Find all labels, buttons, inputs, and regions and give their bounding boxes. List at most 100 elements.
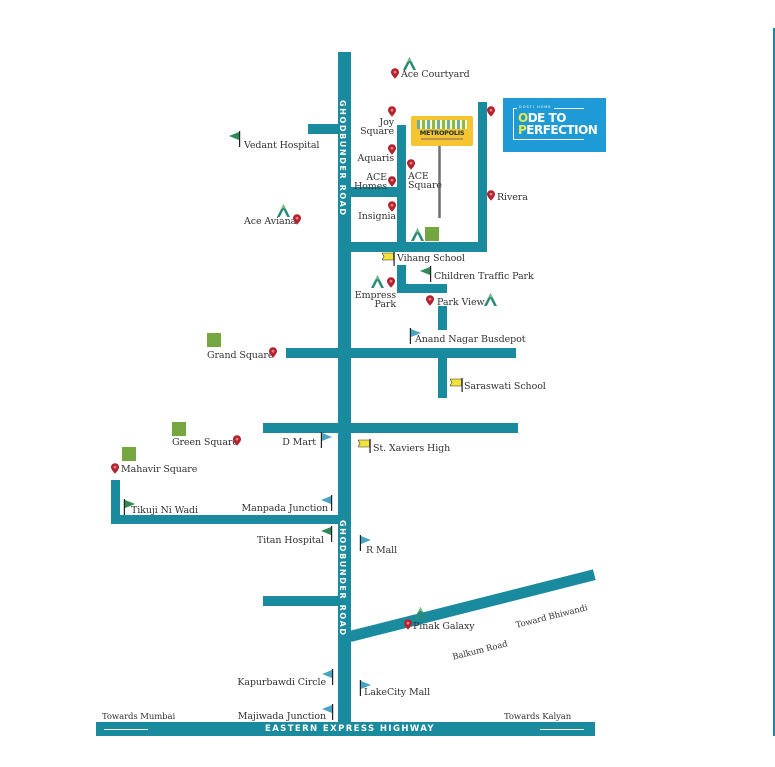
school-flag-icon[interactable]	[358, 439, 371, 453]
tikuji-ni-wadi-label: Tikuji Ni Wadi	[131, 505, 198, 516]
road-manpada	[111, 515, 341, 524]
ace-homes-label-line1: ACE	[366, 172, 387, 183]
eastern-express-highway	[96, 722, 595, 736]
children-traffic-park-label: Children Traffic Park	[434, 271, 534, 282]
square-label: Square	[360, 126, 394, 137]
road-vedant-spur	[308, 124, 340, 134]
logo-accent-p: P	[518, 123, 527, 137]
junction-flag-icon[interactable]	[322, 669, 334, 685]
ace-square-label-line1: ACE	[408, 171, 429, 182]
r-mall-label: R Mall	[366, 545, 398, 556]
park-label: Park	[374, 299, 396, 310]
toward-bhiwandi-label: Toward Bhiwandi	[514, 603, 589, 631]
ghodbunder-road-label-bottom: GHODBUNDER ROAD	[338, 520, 347, 637]
school-flag-icon[interactable]	[450, 378, 463, 392]
balkum-road-label: Balkum Road	[451, 639, 509, 663]
road-saraswati-vertical	[438, 348, 447, 398]
logo-accent-o: O	[518, 111, 528, 125]
majiwada-junction-label: Majiwada Junction	[237, 711, 326, 722]
ace-square-label-line2: Square	[408, 180, 442, 191]
skyline-icon	[417, 120, 467, 129]
logo-line1: ODE TO	[518, 112, 566, 124]
junction-flag-icon[interactable]	[321, 495, 333, 511]
pin-icon[interactable]	[404, 619, 412, 630]
hospital-flag-icon[interactable]	[229, 131, 241, 147]
shop-flag-icon[interactable]	[320, 432, 332, 448]
pin-icon[interactable]	[269, 347, 277, 358]
road-vihang-horizontal	[349, 242, 487, 252]
park-view-label: Park View	[437, 297, 485, 308]
vedant-hospital-label: Vedant Hospital	[244, 140, 320, 151]
billboard-subtitle	[421, 138, 463, 140]
ode-to-perfection-logo: DOSTI HOME ODE TO PERFECTION	[503, 98, 606, 152]
road-dmart	[263, 423, 518, 433]
insignia-label: Insignia	[358, 211, 396, 222]
road-rivera-vertical	[478, 102, 487, 252]
road-homes-link	[349, 187, 405, 197]
mahavir-square-marker[interactable]	[122, 447, 136, 461]
road-grand-square	[286, 348, 516, 358]
pin-icon[interactable]	[387, 277, 395, 288]
hospital-flag-icon[interactable]	[321, 526, 333, 542]
grand-square-marker[interactable]	[207, 333, 221, 347]
green-square-marker[interactable]	[172, 422, 186, 436]
d-mart-label: D Mart	[282, 437, 316, 448]
logo-line2: PERFECTION	[518, 123, 598, 137]
park-flag-icon[interactable]	[420, 266, 432, 282]
junction-flag-icon[interactable]	[322, 704, 334, 720]
pin-icon[interactable]	[487, 106, 495, 117]
road-park-view-vertical	[438, 306, 447, 330]
pin-icon[interactable]	[388, 176, 396, 187]
school-flag-icon[interactable]	[382, 252, 395, 266]
project-site-marker[interactable]	[425, 227, 439, 241]
logo-tagline: DOSTI HOME	[517, 105, 554, 109]
logo-line2-text: ERFECTION	[526, 123, 598, 137]
road-children-park-horizontal	[397, 284, 447, 293]
st-xaviers-high-label: St. Xaviers High	[373, 443, 451, 454]
joy-label: Joy	[379, 117, 394, 128]
pinak-galaxy-label: Pinak Galaxy	[413, 621, 475, 632]
pin-icon[interactable]	[233, 435, 241, 446]
arrow-towards-kalyan	[540, 729, 584, 730]
road-children-park-vertical	[397, 265, 406, 293]
pin-icon[interactable]	[426, 295, 434, 306]
highway-label: EASTERN EXPRESS HIGHWAY	[265, 724, 435, 734]
towards-mumbai-label: Towards Mumbai	[102, 712, 176, 722]
kapurbawdi-circle-label: Kapurbawdi Circle	[237, 677, 326, 688]
billboard-title: METROPOLIS	[419, 129, 465, 137]
saraswati-school-label: Saraswati School	[464, 381, 546, 392]
metropolis-billboard: METROPOLIS	[411, 116, 473, 146]
pin-icon[interactable]	[293, 214, 301, 225]
pin-icon[interactable]	[388, 106, 396, 117]
rivera-label: Rivera	[497, 192, 528, 203]
pin-icon[interactable]	[487, 190, 495, 201]
road-tikuji-vertical	[111, 480, 120, 523]
ace-homes-label-line2: Homes	[353, 181, 387, 192]
logo-line1-text: DE TO	[527, 111, 567, 125]
aquaris-label: Aquaris	[357, 153, 395, 164]
towards-kalyan-label: Towards Kalyan	[504, 712, 572, 722]
green-square-label: Green Square	[172, 437, 238, 448]
road-joy-square-vertical	[397, 125, 406, 250]
pin-icon[interactable]	[407, 159, 415, 170]
ghodbunder-road	[338, 52, 351, 724]
anand-nagar-busdepot-label: Anand Nagar Busdepot	[415, 334, 526, 345]
empress-label: Empress	[354, 290, 396, 301]
vihang-school-label: Vihang School	[397, 253, 465, 264]
tent-icon	[411, 228, 424, 241]
pin-icon[interactable]	[111, 463, 119, 474]
pin-icon[interactable]	[391, 68, 399, 79]
road-titan	[263, 596, 341, 606]
ghodbunder-road-label-top: GHODBUNDER ROAD	[338, 100, 347, 217]
lakecity-mall-label: LakeCity Mall	[364, 687, 431, 698]
right-border	[773, 28, 775, 736]
manpada-junction-label: Manpada Junction	[241, 503, 329, 514]
ace-aviana-label: Ace Aviana	[244, 216, 297, 227]
grand-square-label: Grand Square	[207, 350, 274, 361]
ace-courtyard-label: Ace Courtyard	[401, 69, 470, 80]
tent-icon	[484, 293, 497, 306]
mahavir-square-label: Mahavir Square	[121, 464, 198, 475]
tent-icon	[371, 275, 384, 288]
tent-icon	[414, 607, 427, 620]
